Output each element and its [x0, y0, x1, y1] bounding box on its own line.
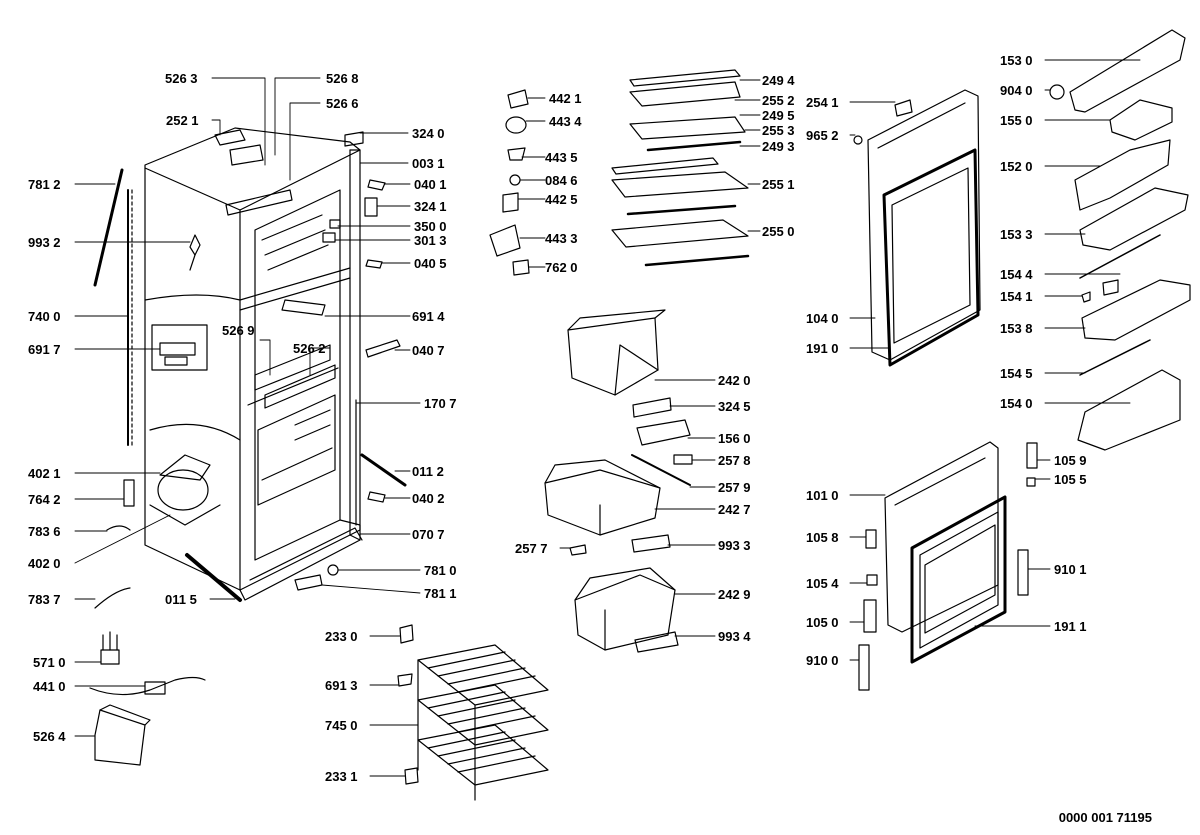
part-label-443-5: 443 5	[545, 150, 578, 165]
part-label-084-6: 084 6	[545, 173, 578, 188]
fridge-door-drawing	[858, 441, 1038, 691]
cabinet-drawing	[93, 127, 407, 609]
part-label-105-8: 105 8	[806, 530, 839, 545]
part-label-254-1: 254 1	[806, 95, 839, 110]
part-label-249-4: 249 4	[762, 73, 795, 88]
part-label-257-9: 257 9	[718, 480, 751, 495]
part-label-155-0: 155 0	[1000, 113, 1033, 128]
part-label-526-4: 526 4	[33, 729, 66, 744]
part-label-257-7: 257 7	[515, 541, 548, 556]
part-label-011-2: 011 2	[412, 464, 444, 479]
part-label-910-1: 910 1	[1054, 562, 1087, 577]
part-label-154-4: 154 4	[1000, 267, 1033, 282]
part-label-249-5: 249 5	[762, 108, 795, 123]
part-label-443-4: 443 4	[549, 114, 582, 129]
part-label-191-0: 191 0	[806, 341, 839, 356]
part-label-783-7: 783 7	[28, 592, 61, 607]
part-label-993-3: 993 3	[718, 538, 751, 553]
part-label-402-0: 402 0	[28, 556, 61, 571]
part-label-965-2: 965 2	[806, 128, 839, 143]
part-label-153-0: 153 0	[1000, 53, 1033, 68]
part-label-764-2: 764 2	[28, 492, 61, 507]
part-label-526-6: 526 6	[326, 96, 359, 111]
part-label-105-9: 105 9	[1054, 453, 1087, 468]
part-label-242-9: 242 9	[718, 587, 751, 602]
part-label-691-3: 691 3	[325, 678, 358, 693]
part-label-324-1: 324 1	[414, 199, 447, 214]
part-label-441-0: 441 0	[33, 679, 66, 694]
part-label-443-3: 443 3	[545, 231, 578, 246]
part-label-257-8: 257 8	[718, 453, 751, 468]
part-label-040-5: 040 5	[414, 256, 447, 271]
part-label-233-1: 233 1	[325, 769, 358, 784]
part-label-105-0: 105 0	[806, 615, 839, 630]
part-label-242-0: 242 0	[718, 373, 751, 388]
part-label-255-0: 255 0	[762, 224, 795, 239]
part-label-691-7: 691 7	[28, 342, 61, 357]
wire-shelves-drawing	[397, 624, 549, 801]
part-label-993-2: 993 2	[28, 235, 61, 250]
part-label-910-0: 910 0	[806, 653, 839, 668]
part-label-003-1: 003 1	[412, 156, 445, 171]
drawers-drawing	[544, 309, 693, 653]
part-label-324-0: 324 0	[412, 126, 445, 141]
part-label-156-0: 156 0	[718, 431, 751, 446]
part-label-526-9: 526 9	[222, 323, 255, 338]
part-label-152-0: 152 0	[1000, 159, 1033, 174]
part-label-040-1: 040 1	[414, 177, 447, 192]
part-label-993-4: 993 4	[718, 629, 751, 644]
part-label-526-8: 526 8	[326, 71, 359, 86]
part-label-191-1: 191 1	[1054, 619, 1087, 634]
part-label-242-7: 242 7	[718, 502, 751, 517]
part-label-762-0: 762 0	[545, 260, 578, 275]
part-label-745-0: 745 0	[325, 718, 358, 733]
part-label-324-5: 324 5	[718, 399, 751, 414]
part-label-153-3: 153 3	[1000, 227, 1033, 242]
part-label-101-0: 101 0	[806, 488, 839, 503]
part-label-104-0: 104 0	[806, 311, 839, 326]
fan-light-parts-drawing	[489, 89, 530, 276]
part-label-040-7: 040 7	[412, 343, 445, 358]
part-label-350-0: 350 0	[414, 219, 447, 234]
part-label-783-6: 783 6	[28, 524, 61, 539]
part-label-249-3: 249 3	[762, 139, 795, 154]
part-label-011-5: 011 5	[165, 592, 197, 607]
part-label-526-3: 526 3	[165, 71, 198, 86]
part-label-040-2: 040 2	[412, 491, 445, 506]
part-label-255-1: 255 1	[762, 177, 795, 192]
part-label-781-2: 781 2	[28, 177, 61, 192]
part-label-170-7: 170 7	[424, 396, 457, 411]
part-label-105-4: 105 4	[806, 576, 839, 591]
part-label-691-4: 691 4	[412, 309, 445, 324]
part-label-442-1: 442 1	[549, 91, 582, 106]
part-label-105-5: 105 5	[1054, 472, 1087, 487]
part-label-402-1: 402 1	[28, 466, 61, 481]
part-label-781-0: 781 0	[424, 563, 457, 578]
part-label-255-2: 255 2	[762, 93, 795, 108]
freezer-door-drawing	[853, 89, 981, 367]
glass-shelves-drawing	[611, 69, 750, 267]
part-label-571-0: 571 0	[33, 655, 66, 670]
leader-lines	[74, 59, 1141, 777]
part-label-154-0: 154 0	[1000, 396, 1033, 411]
part-label-154-5: 154 5	[1000, 366, 1033, 381]
part-label-781-1: 781 1	[424, 586, 457, 601]
part-label-740-0: 740 0	[28, 309, 61, 324]
document-number: 0000 001 71195	[1058, 810, 1152, 825]
part-label-070-7: 070 7	[412, 527, 445, 542]
part-label-442-5: 442 5	[545, 192, 578, 207]
part-label-153-8: 153 8	[1000, 321, 1033, 336]
part-label-301-3: 301 3	[414, 233, 447, 248]
part-label-252-1: 252 1	[166, 113, 199, 128]
part-label-233-0: 233 0	[325, 629, 358, 644]
part-label-154-1: 154 1	[1000, 289, 1033, 304]
part-label-526-2: 526 2	[293, 341, 326, 356]
door-racks-drawing	[1049, 29, 1191, 451]
control-parts-drawing	[89, 631, 206, 766]
part-label-904-0: 904 0	[1000, 83, 1033, 98]
part-label-255-3: 255 3	[762, 123, 795, 138]
